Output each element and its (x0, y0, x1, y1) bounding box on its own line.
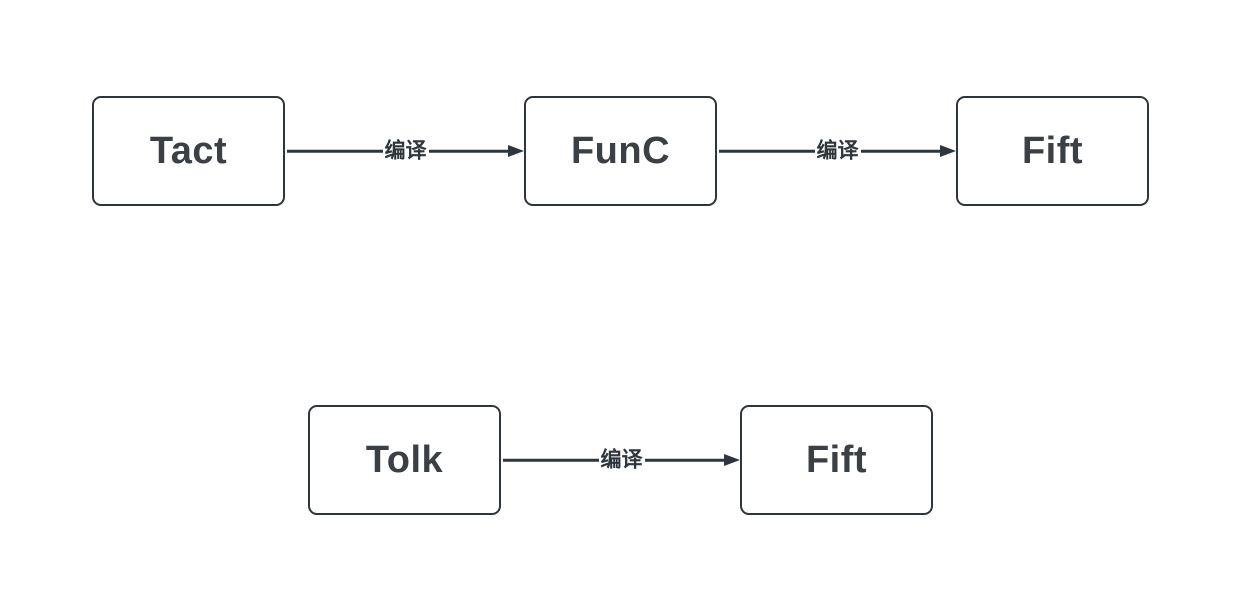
arrowhead-icon (508, 145, 524, 157)
node-tolk-label: Tolk (365, 438, 444, 481)
node-func-label: FunC (570, 129, 671, 172)
edge-label-compile: 编译 (382, 139, 429, 163)
edge-func-to-fift: 编译 (719, 136, 956, 166)
node-func: FunC (524, 96, 717, 206)
node-fift-top: Fift (956, 96, 1149, 206)
edge-label-compile: 编译 (814, 139, 861, 163)
node-tact-label: Tact (149, 129, 228, 172)
node-fift-bottom-label: Fift (805, 438, 868, 481)
node-fift-top-label: Fift (1021, 129, 1084, 172)
edge-tact-to-func: 编译 (287, 136, 524, 166)
arrowhead-icon (724, 454, 740, 466)
node-tolk: Tolk (308, 405, 501, 515)
arrowhead-icon (940, 145, 956, 157)
node-tact: Tact (92, 96, 285, 206)
edge-tolk-to-fift: 编译 (503, 445, 740, 475)
node-fift-bottom: Fift (740, 405, 933, 515)
edge-label-compile: 编译 (598, 448, 645, 472)
